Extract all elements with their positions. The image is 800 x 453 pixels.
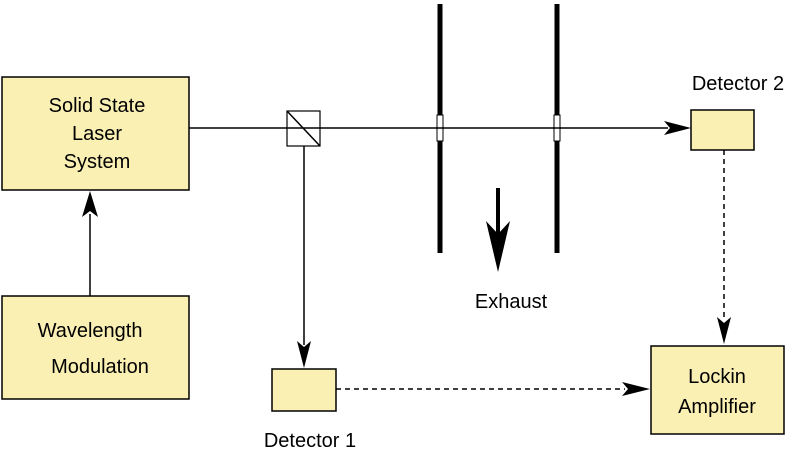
laser-label-line3: System: [64, 151, 131, 173]
modulation-to-laser-arrowhead: [82, 191, 98, 217]
exhaust-label: Exhaust: [475, 291, 548, 313]
detector1-signal-arrowhead: [622, 382, 650, 396]
exhaust-arrowhead: [486, 221, 510, 272]
lockin-label-line1: Lockin: [688, 366, 746, 388]
detector-2-box: [690, 109, 755, 151]
detector-1-label: Detector 1: [264, 430, 356, 452]
modulation-label-line2: Modulation: [51, 356, 149, 378]
beam-to-detector2-arrowhead: [664, 121, 691, 135]
split-beam-arrowhead: [297, 341, 311, 368]
laser-system-box: [1, 76, 190, 191]
laser-label-line1: Solid State: [49, 95, 146, 117]
detector-1-box: [271, 368, 337, 412]
detector2-signal-arrowhead: [717, 317, 731, 344]
lockin-amplifier-box: [650, 345, 785, 435]
wavelength-modulation-box: [1, 295, 190, 400]
modulation-label-line1: Wavelength: [38, 320, 143, 342]
lockin-label-line2: Amplifier: [678, 396, 756, 418]
laser-label-line2: Laser: [72, 123, 122, 145]
detector-2-label: Detector 2: [692, 73, 784, 95]
